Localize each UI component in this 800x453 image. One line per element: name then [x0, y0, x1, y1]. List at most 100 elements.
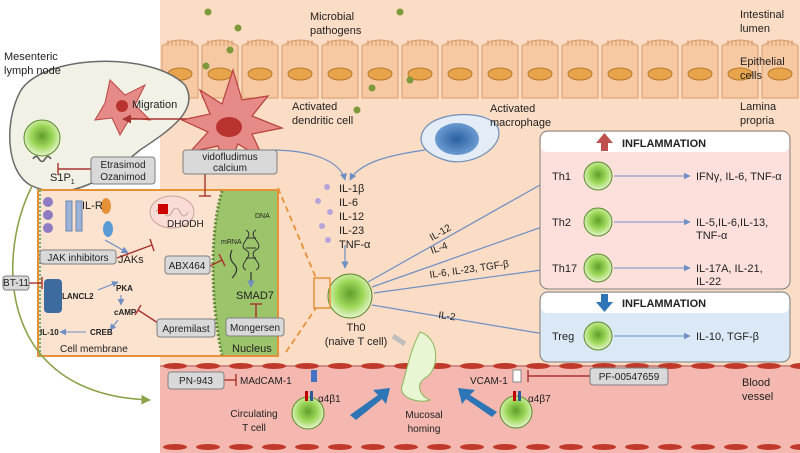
mh-l1: Mucosal [405, 410, 442, 421]
endothelial-cell [526, 444, 550, 450]
subset-output-line: IFNγ, IL-6, TNF-α [696, 171, 782, 183]
endothelial-cell [229, 363, 253, 369]
lymph-to-vessel-arrow [12, 185, 151, 405]
jak-protein-1 [101, 198, 111, 214]
th1-cell [583, 161, 613, 191]
vessel-l1: Blood [742, 377, 770, 389]
lymph-node-t-cell [23, 119, 61, 157]
activated-macrophage [420, 113, 500, 163]
epithelial-nucleus [447, 67, 473, 81]
s1p1-sub: 1 [71, 179, 75, 186]
endothelial-cell [295, 363, 319, 369]
il-r-to-jak-arrow [104, 239, 129, 254]
vcam-receptor-icon [512, 369, 522, 383]
subset-output-arrows [614, 172, 691, 340]
differentiation-arrows [367, 175, 557, 339]
inflammation-up-title: INFLAMMATION [622, 138, 706, 150]
subset-output-line: TNF-α [696, 230, 728, 242]
mh-l2: homing [408, 424, 441, 435]
endothelial-cells [163, 363, 800, 450]
subset-output-line: IL-10, TGF-β [696, 331, 759, 343]
endothelial-cell [757, 444, 781, 450]
microbial-pathogens-dots [202, 8, 414, 114]
endothelial-cell [196, 444, 220, 450]
th0-l2: (naive T cell) [325, 336, 388, 348]
s1p1-main: S1P [50, 172, 71, 184]
am-l2: macrophage [490, 117, 551, 129]
bt11-label: BT-11 [3, 278, 29, 289]
mp-l2: pathogens [310, 25, 362, 37]
s1p1-label: S1P1 [50, 172, 75, 186]
cytokine-dots [315, 184, 333, 243]
jak-protein-2 [103, 221, 113, 237]
eo-l1: Etrasimod [100, 160, 145, 171]
endothelial-cell [625, 444, 649, 450]
homing-arrow-right [458, 388, 497, 417]
epithelial-nucleus [367, 67, 393, 81]
epithelial-nucleus [407, 67, 433, 81]
intestinal-lumen-l2: lumen [740, 23, 770, 35]
epithelial-l2: cells [740, 70, 763, 82]
mln-l1: Mesenteric [4, 51, 58, 63]
pka-label: PKA [116, 284, 133, 293]
th0-l1: Th0 [347, 322, 366, 334]
epithelial-nucleus [247, 67, 273, 81]
mln-l2: lymph node [4, 65, 61, 77]
jak-inhibitors-label: JAK inhibitors [47, 253, 108, 264]
endothelial-cell [394, 444, 418, 450]
endothelial-cell [559, 363, 583, 369]
zoom-line-top [277, 187, 317, 279]
endothelial-cell [196, 363, 220, 369]
subset-output: IL-10, TGF-β [696, 331, 759, 343]
epithelial-nucleus [287, 67, 313, 81]
vc-l1: vidofludimus [202, 152, 258, 163]
il10-cell-label: IL-10 [40, 328, 59, 337]
zoom-line-bottom [285, 307, 317, 353]
intestinal-lumen-l1: Intestinal [740, 9, 784, 21]
smad7-label: SMAD7 [236, 290, 274, 302]
dhodh-mitochondrion-icon [149, 195, 195, 229]
dhodh-label: DHODH [167, 219, 204, 230]
jaks-label: JAKs [118, 254, 144, 266]
th0-divider-mark [391, 333, 407, 347]
adc-l1: Activated [292, 101, 337, 113]
endothelial-cell [790, 363, 800, 369]
mongersen-label: Mongersen [230, 323, 280, 334]
mrna-strand-icon [229, 249, 238, 279]
th0-naive-t-cell [313, 273, 373, 319]
vcam-label: VCAM-1 [470, 376, 508, 387]
mesenteric-lymph-node-label: Mesenteric lymph node [4, 51, 61, 77]
inflammation-down-title: INFLAMMATION [622, 298, 706, 310]
lamina-propria-label: Lamina propria [740, 101, 777, 127]
treg-cell [583, 321, 613, 351]
cytokine-label: IL-6 [339, 197, 358, 209]
epithelial-nucleus [527, 67, 553, 81]
il-r-label: IL-R [82, 200, 103, 212]
endothelial-cell [526, 363, 550, 369]
migration-label: Migration [132, 99, 177, 111]
subset-output-line: IL-17A, IL-21, [696, 263, 763, 275]
endothelial-cell [460, 363, 484, 369]
dna-helix-icon [242, 229, 260, 271]
endothelial-cell [163, 363, 187, 369]
endothelial-cell [790, 444, 800, 450]
lamina-l1: Lamina [740, 101, 777, 113]
epithelial-nucleus [687, 67, 713, 81]
inflammation-down-arrow-icon [596, 294, 613, 312]
epithelial-nucleus [487, 67, 513, 81]
endothelial-cell [361, 363, 385, 369]
subset-name: Th17 [552, 263, 577, 275]
blood-vessel-area [160, 366, 800, 453]
lamina-l2: propria [740, 115, 775, 127]
il-r-receptor-icon [43, 197, 83, 233]
endothelial-cell [262, 363, 286, 369]
endothelial-cell [328, 444, 352, 450]
endothelial-cell [592, 444, 616, 450]
dc-to-cytokine-arrow [269, 149, 347, 181]
